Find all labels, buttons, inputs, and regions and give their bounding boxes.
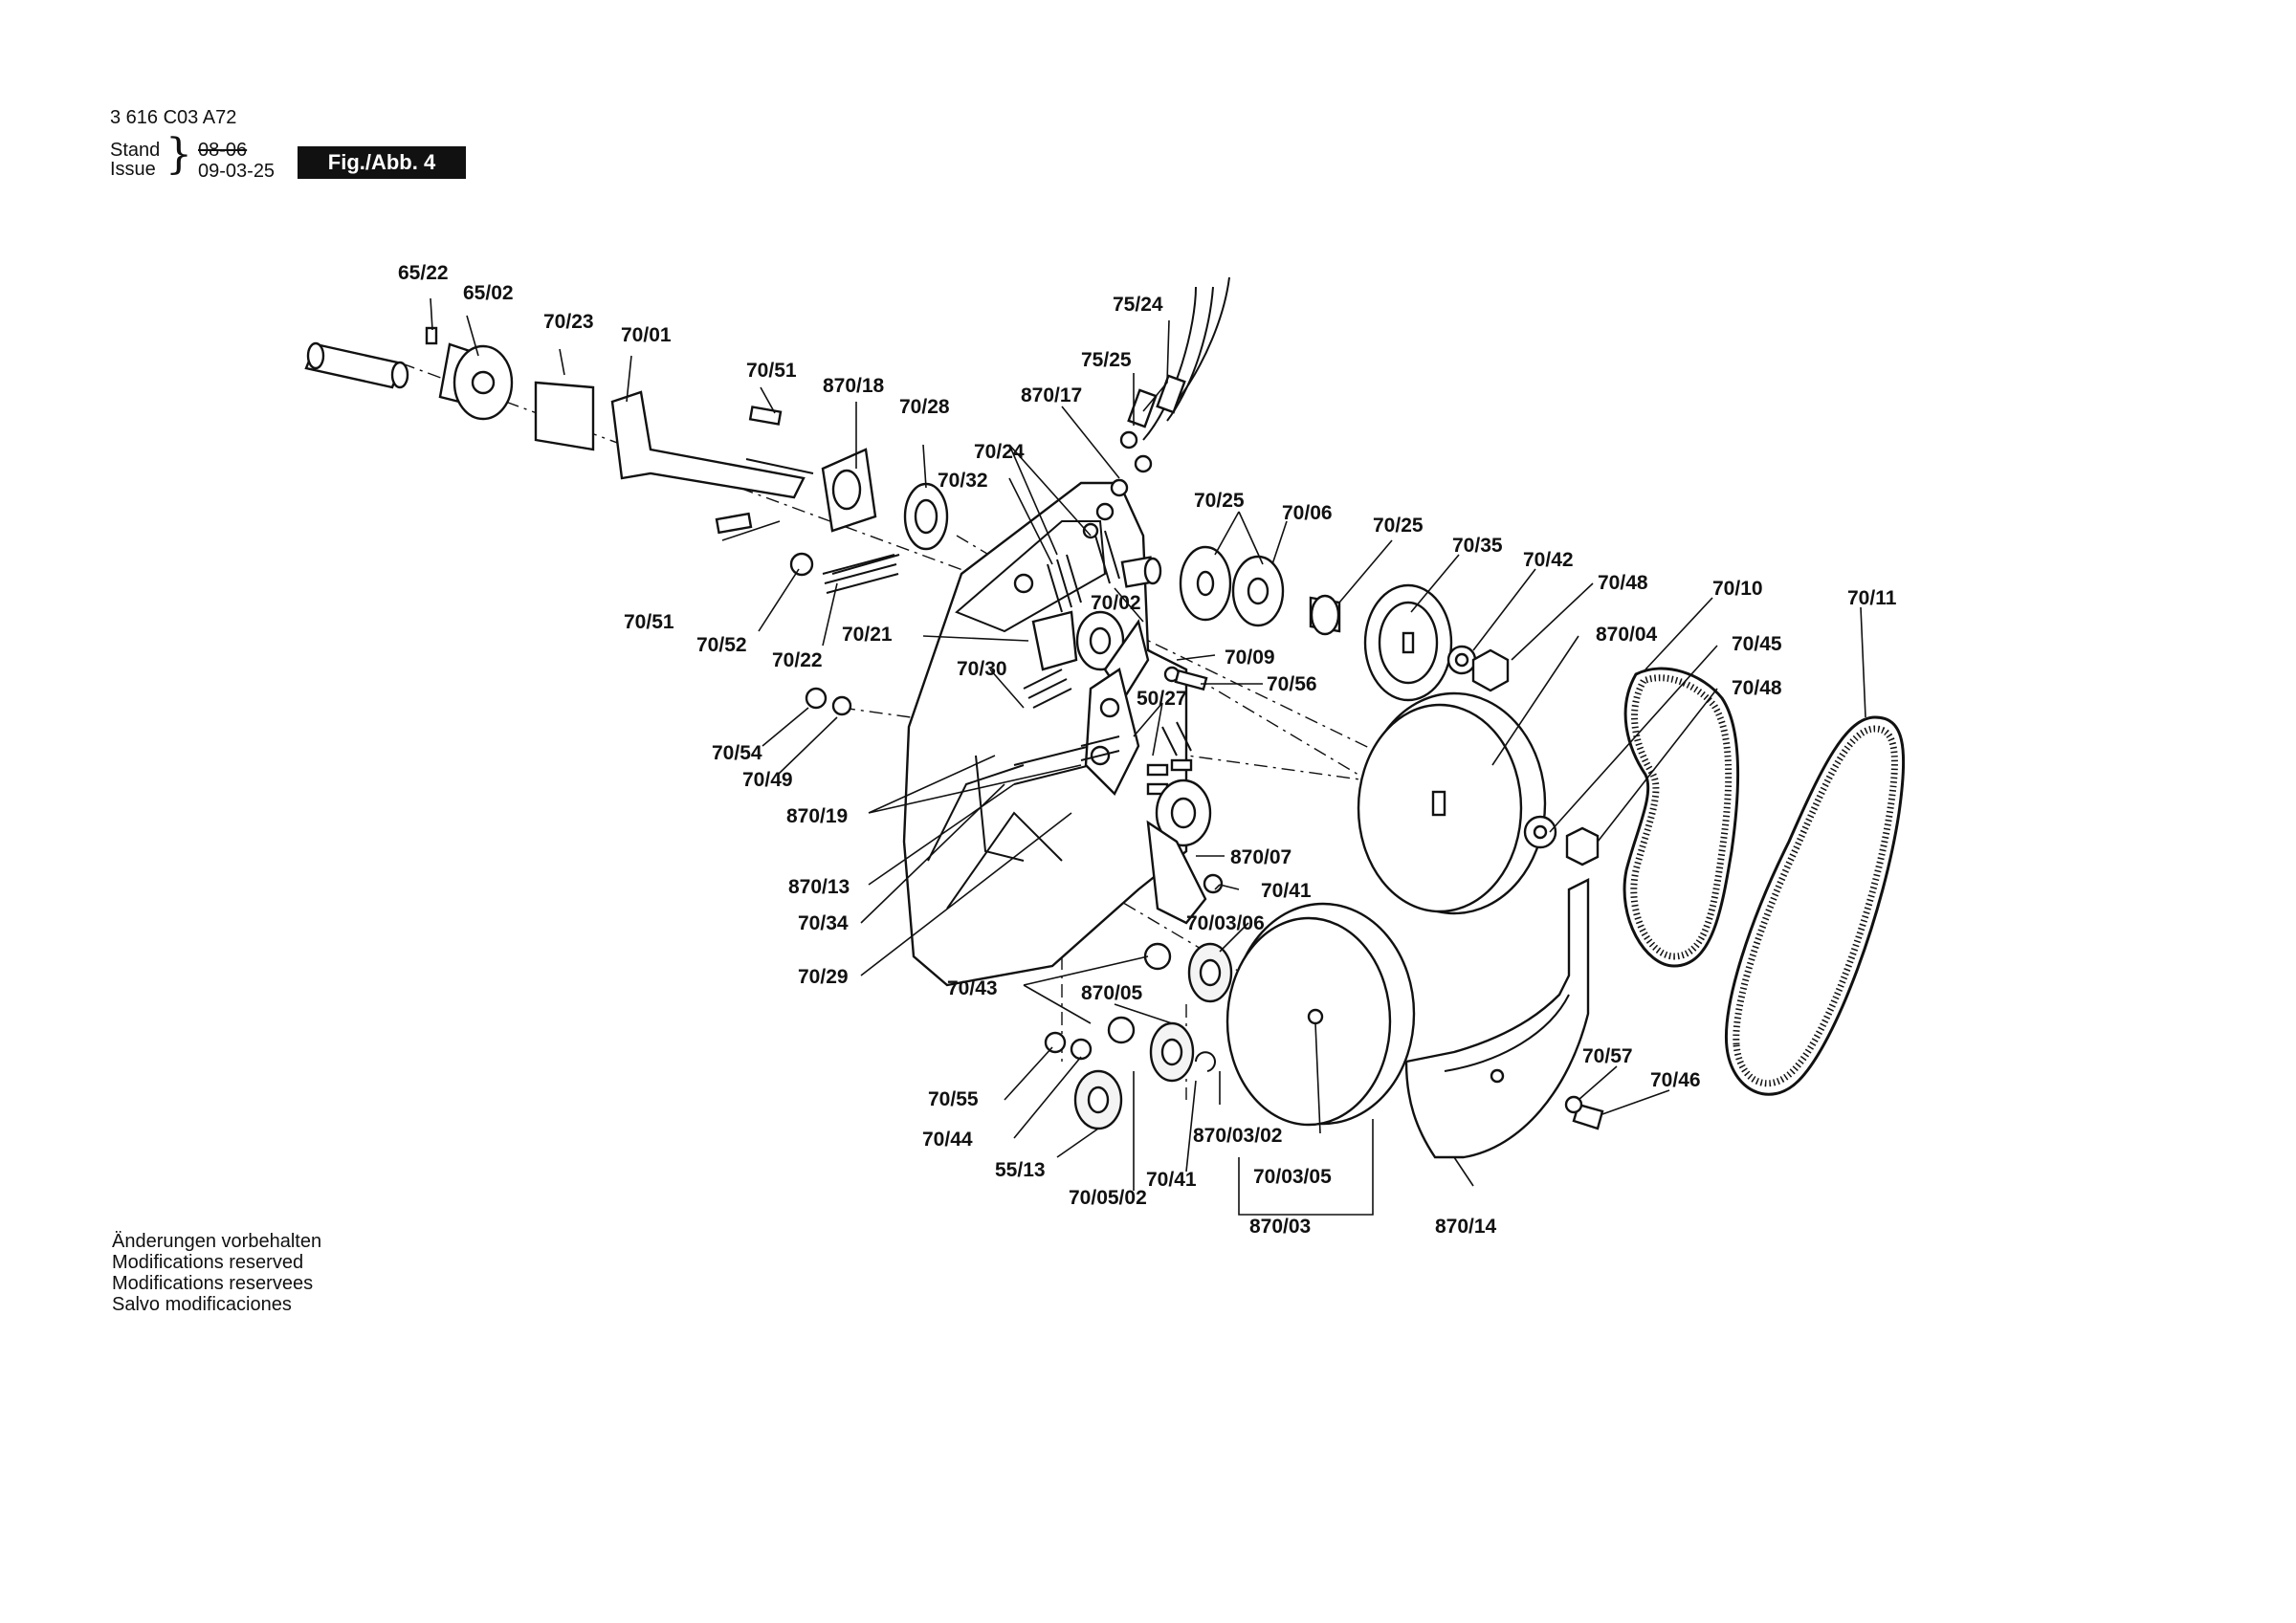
part-label: 870/17 <box>1021 384 1082 406</box>
input-shaft-assembly <box>304 326 949 716</box>
note-line: Modifications reservees <box>112 1273 314 1294</box>
part-label: 70/10 <box>1712 578 1763 600</box>
part-label: 70/06 <box>1282 502 1333 524</box>
part-label: 870/14 <box>1435 1216 1497 1238</box>
figure-badge: Fig./Abb. 4 <box>298 146 466 179</box>
part-label: 75/25 <box>1081 349 1132 371</box>
part-label: 870/07 <box>1230 846 1292 868</box>
note-line: Änderungen vorbehalten <box>112 1231 322 1252</box>
lower-pulley-assembly <box>1044 902 1416 1130</box>
part-label: 55/13 <box>995 1159 1046 1181</box>
part-label: 70/43 <box>947 977 998 999</box>
part-label: 70/03/05 <box>1253 1166 1332 1188</box>
note-line: Salvo modificaciones <box>112 1294 292 1315</box>
part-label: 70/25 <box>1373 515 1424 537</box>
part-label: 70/49 <box>742 769 793 791</box>
part-label: 70/48 <box>1732 677 1782 699</box>
part-label: 70/01 <box>621 324 672 346</box>
part-label: 65/22 <box>398 262 449 284</box>
part-label: 70/29 <box>798 966 849 988</box>
part-label: 70/35 <box>1452 535 1503 557</box>
part-label: 75/24 <box>1113 294 1163 316</box>
main-pulley <box>1357 691 1600 915</box>
part-label: 50/27 <box>1137 688 1187 710</box>
part-label: 870/04 <box>1596 624 1658 646</box>
stand-label: Stand <box>110 140 161 161</box>
part-label: 70/51 <box>624 611 674 633</box>
part-label: 70/05/02 <box>1069 1187 1147 1209</box>
part-label: 70/25 <box>1194 490 1245 512</box>
note-line: Modifications reserved <box>112 1252 304 1273</box>
part-label: 70/48 <box>1598 572 1648 594</box>
part-label: 870/05 <box>1081 982 1143 1004</box>
part-label: 70/57 <box>1582 1045 1633 1067</box>
part-label: 70/44 <box>922 1129 973 1151</box>
part-label: 70/56 <box>1267 673 1317 695</box>
part-label: 70/34 <box>798 912 849 934</box>
part-label: 70/02 <box>1091 592 1141 614</box>
idler-pulleys <box>1179 545 1510 702</box>
part-label: 70/22 <box>772 649 823 671</box>
document-number: 3 616 C03 A72 <box>110 107 237 128</box>
part-label: 70/52 <box>696 634 747 656</box>
part-label: 70/09 <box>1225 647 1275 669</box>
tension-mechanism <box>1023 530 1224 925</box>
part-label: 70/41 <box>1146 1169 1197 1191</box>
part-number-labels: 65/22 65/02 70/23 70/01 70/51 870/18 70/… <box>398 262 1897 1238</box>
leader-lines <box>430 297 1866 1216</box>
part-label: 70/41 <box>1261 880 1312 902</box>
part-label: 70/24 <box>974 441 1025 463</box>
issue-label: Issue <box>110 159 156 180</box>
part-label: 70/11 <box>1847 587 1897 609</box>
part-label: 70/32 <box>938 470 988 492</box>
modification-notes: Änderungen vorbehalten Modifications res… <box>112 1231 321 1315</box>
part-label: 70/03/06 <box>1186 912 1265 934</box>
belt-guard <box>1404 878 1604 1159</box>
part-label: 870/13 <box>788 876 850 898</box>
drive-belts <box>1623 667 1906 1096</box>
part-label: 70/30 <box>957 658 1007 680</box>
part-label: 70/54 <box>712 742 762 764</box>
brace-icon: } <box>166 130 192 179</box>
part-label: 70/46 <box>1650 1069 1701 1091</box>
part-label: 70/55 <box>928 1088 979 1110</box>
part-label: 70/42 <box>1523 549 1574 571</box>
control-cables <box>1095 276 1230 521</box>
part-label: 70/45 <box>1732 633 1782 655</box>
part-label: 70/21 <box>842 624 893 646</box>
part-label: 70/28 <box>899 396 950 418</box>
part-label: 870/18 <box>823 375 885 397</box>
part-label: 70/51 <box>746 360 797 382</box>
stand-date-old: 08-06 <box>198 140 248 161</box>
part-label: 65/02 <box>463 282 514 304</box>
part-label: 70/23 <box>543 311 594 333</box>
issue-date: 09-03-25 <box>198 161 276 182</box>
part-label: 870/03/02 <box>1193 1125 1282 1147</box>
part-label: 870/03 <box>1249 1216 1311 1238</box>
part-label: 870/19 <box>786 805 848 827</box>
